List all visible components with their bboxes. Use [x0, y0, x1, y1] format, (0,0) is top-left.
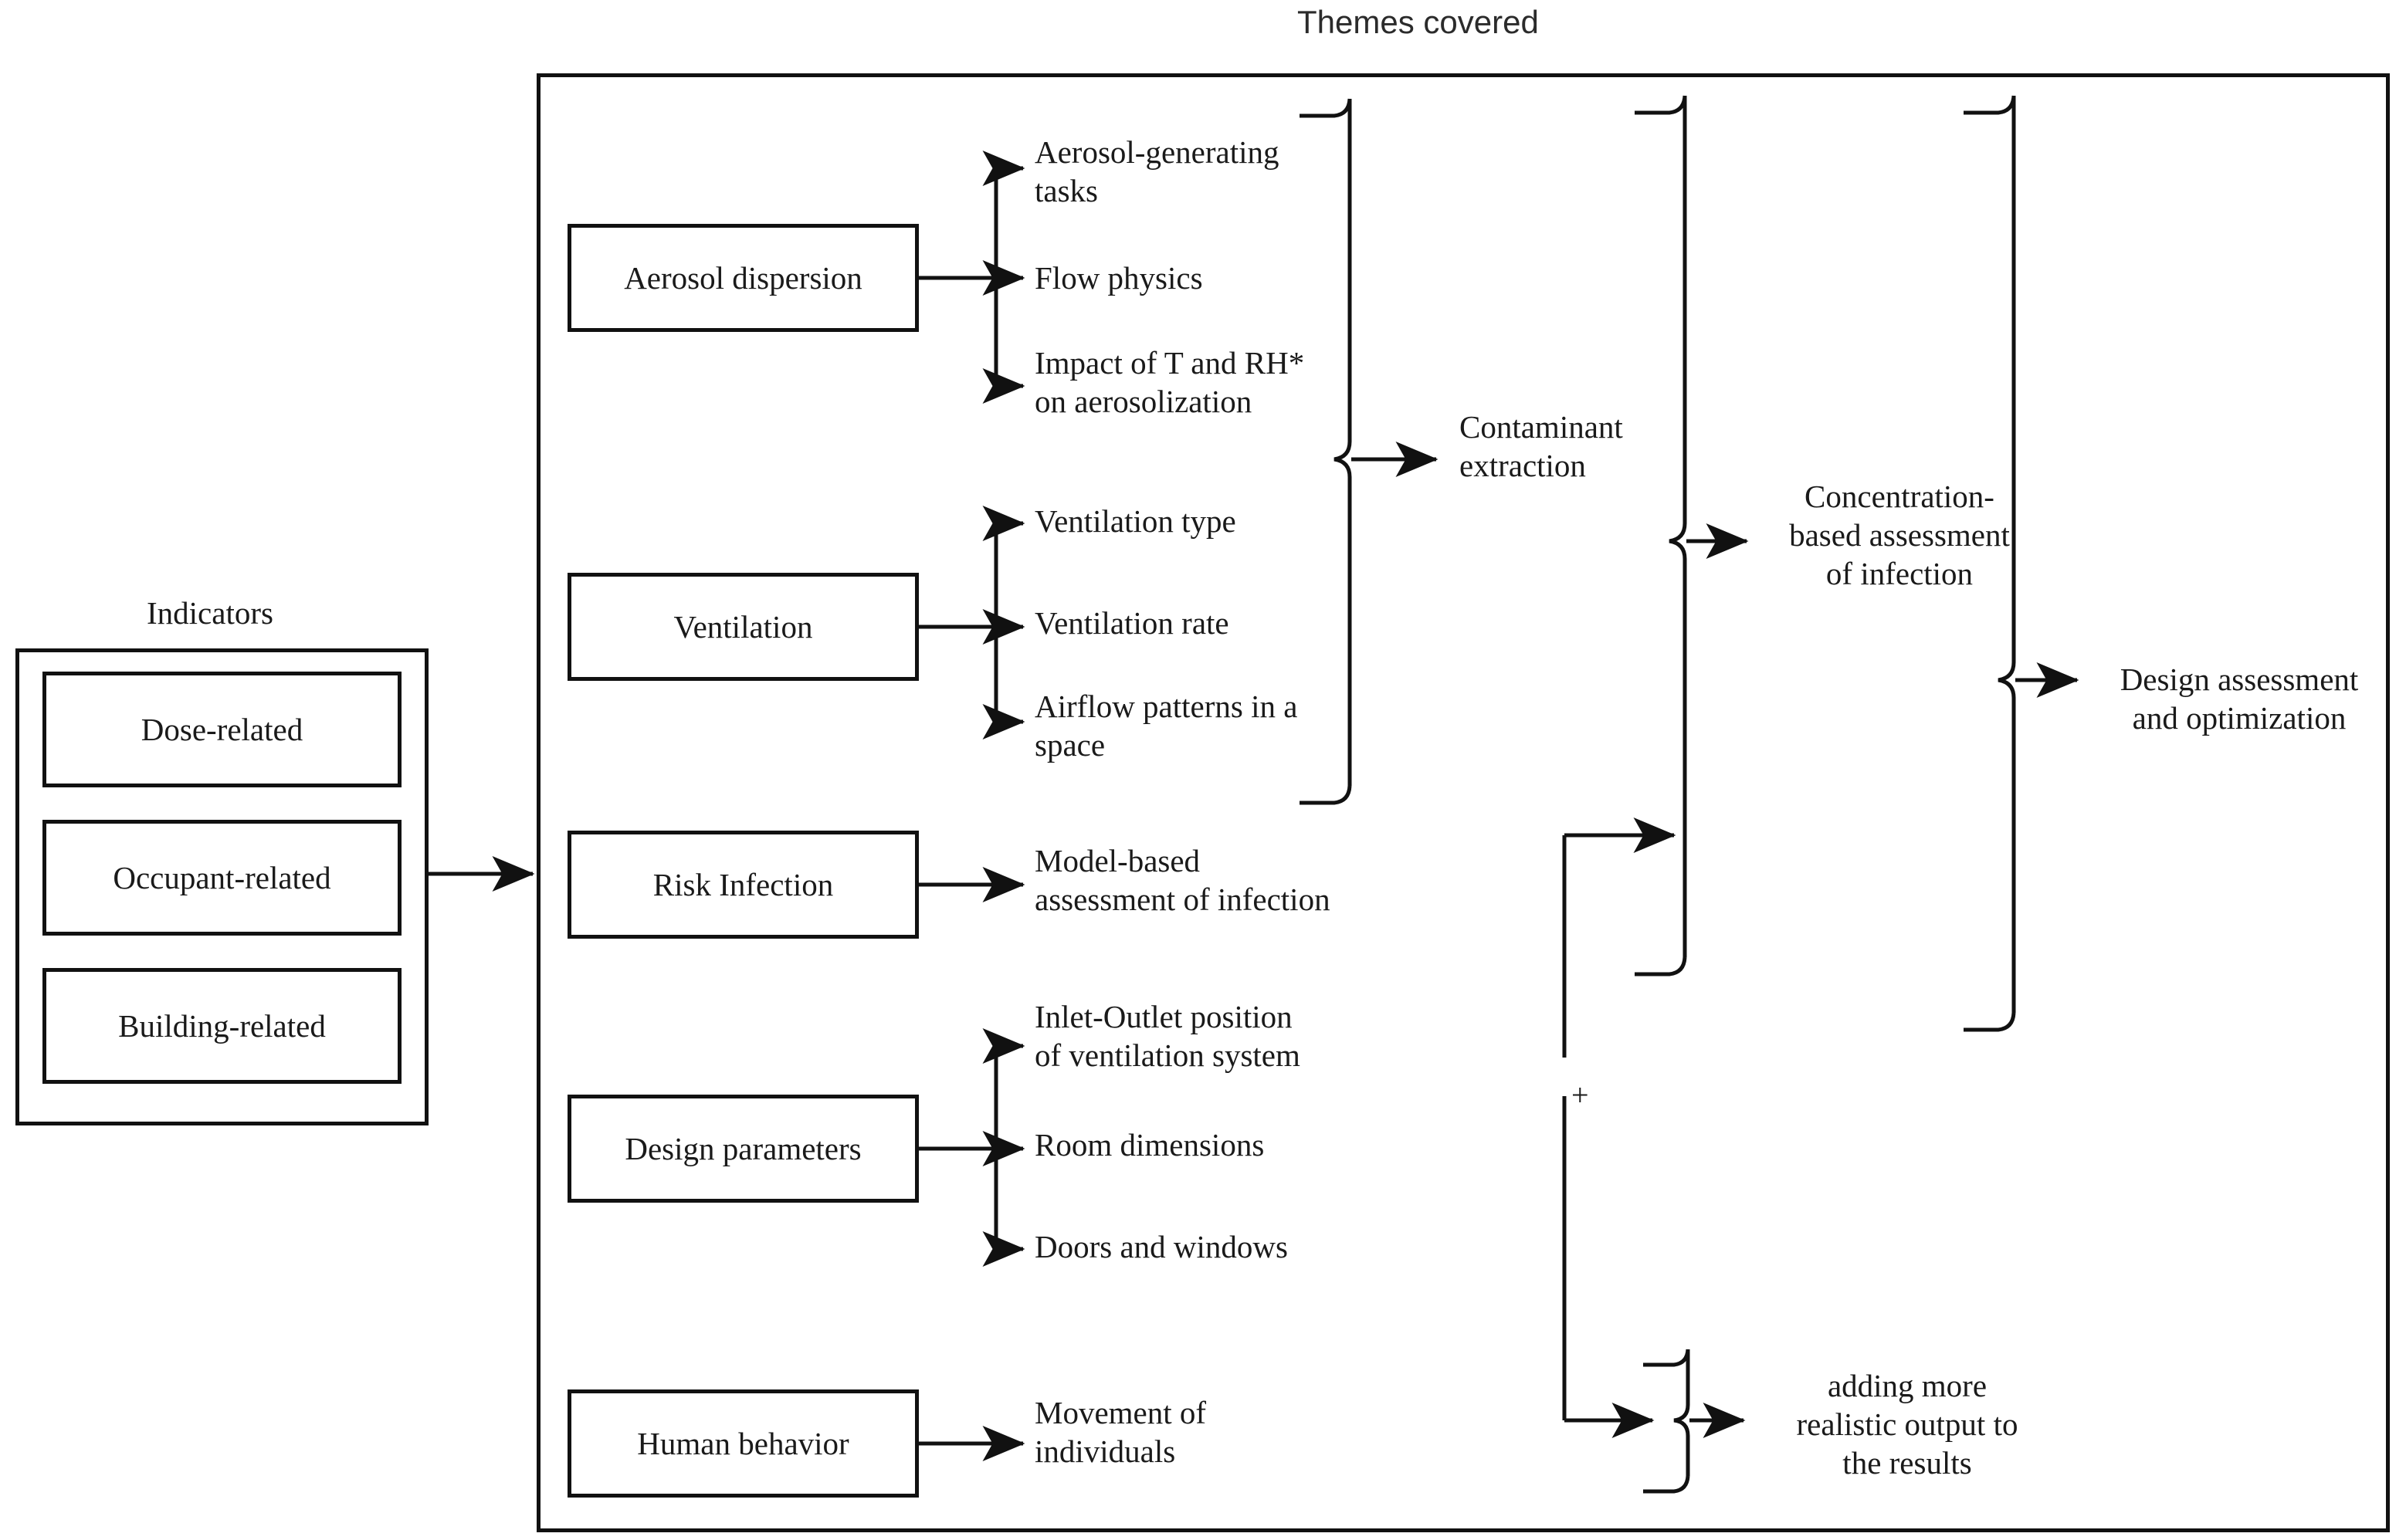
subtheme-model-based-assessment: Model-based assessment of infection	[1035, 843, 1330, 918]
indicators-title: Indicators	[147, 595, 273, 631]
outcome-design-assessment: Design assessment and optimization	[2120, 662, 2359, 736]
themes-covered-title: Themes covered	[1297, 4, 1539, 40]
subtheme-movement-of-individuals: Movement of individuals	[1035, 1395, 1207, 1470]
theme-box-human-behavior[interactable]: Human behavior	[568, 1389, 919, 1498]
indicators-group-box	[15, 648, 429, 1125]
subtheme-inlet-outlet-position: Inlet-Outlet position of ventilation sys…	[1035, 999, 1300, 1074]
subtheme-doors-and-windows: Doors and windows	[1035, 1229, 1288, 1264]
subtheme-impact-t-rh: Impact of T and RH* on aerosolization	[1035, 345, 1305, 420]
indicator-dose-related[interactable]: Dose-related	[42, 672, 402, 787]
subtheme-airflow-patterns: Airflow patterns in a space	[1035, 689, 1298, 763]
outcome-concentration-based-assessment: Concentration- based assessment of infec…	[1789, 479, 2010, 592]
themes-covered-frame	[537, 73, 2390, 1532]
subtheme-ventilation-rate: Ventilation rate	[1035, 605, 1229, 641]
subtheme-room-dimensions: Room dimensions	[1035, 1127, 1265, 1163]
outcome-contaminant-extraction: Contaminant extraction	[1459, 409, 1623, 484]
subtheme-ventilation-type: Ventilation type	[1035, 503, 1236, 539]
theme-box-risk-infection[interactable]: Risk Infection	[568, 831, 919, 939]
plus-symbol: +	[1571, 1078, 1589, 1112]
theme-box-ventilation[interactable]: Ventilation	[568, 573, 919, 681]
subtheme-aerosol-generating-tasks: Aerosol-generating tasks	[1035, 134, 1279, 209]
indicator-building-related[interactable]: Building-related	[42, 968, 402, 1084]
theme-box-aerosol-dispersion[interactable]: Aerosol dispersion	[568, 224, 919, 332]
outcome-realistic-output: adding more realistic output to the resu…	[1796, 1368, 2018, 1481]
theme-box-design-parameters[interactable]: Design parameters	[568, 1095, 919, 1203]
indicator-occupant-related[interactable]: Occupant-related	[42, 820, 402, 936]
subtheme-flow-physics: Flow physics	[1035, 260, 1203, 296]
